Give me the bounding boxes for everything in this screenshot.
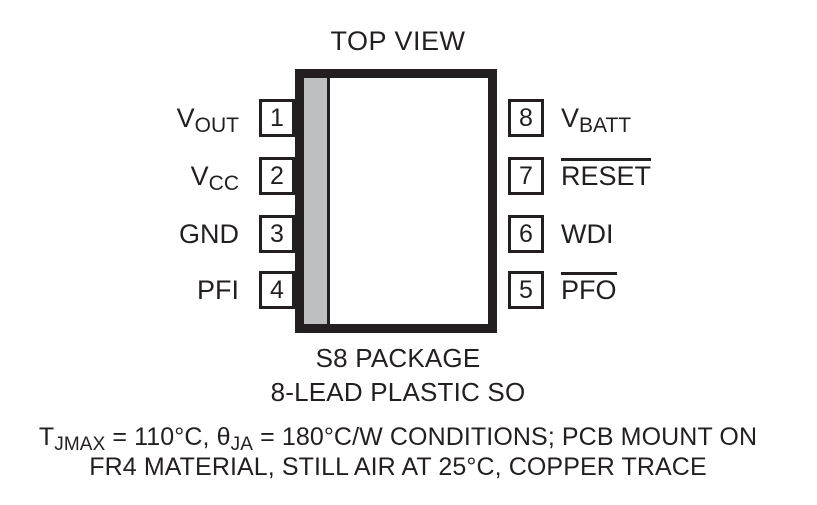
pin-label-2-base: V bbox=[190, 161, 209, 191]
pin-label-7: RESET bbox=[561, 157, 652, 195]
pin-label-7-base-overlined: RESET bbox=[561, 158, 652, 190]
thermal-spec-line-2: FR4 MATERIAL, STILL AIR AT 25°C, COPPER … bbox=[89, 453, 707, 481]
pin-label-6-base: WDI bbox=[561, 219, 614, 249]
pin-box-5: 5 bbox=[508, 271, 544, 309]
tjmax-value: = 110°C, bbox=[105, 423, 217, 451]
tjmax-subscript: JMAX bbox=[54, 434, 106, 455]
pin-box-3: 3 bbox=[259, 215, 295, 253]
thermal-spec-line-1: TJMAX = 110°C, θJA = 180°C/W CONDITIONS;… bbox=[0, 423, 796, 455]
pin-number-3: 3 bbox=[270, 220, 284, 248]
pin-label-1: VOUT bbox=[177, 99, 239, 140]
caption-package-name: S8 PACKAGE bbox=[315, 343, 481, 373]
pin-number-7: 7 bbox=[519, 162, 533, 190]
pin-label-8: VBATT bbox=[561, 99, 631, 140]
tjmax-symbol: T bbox=[38, 423, 55, 451]
pin-label-8-sub: BATT bbox=[579, 114, 632, 137]
pin-label-3-base: GND bbox=[179, 219, 239, 249]
pin-box-2: 2 bbox=[259, 157, 295, 195]
pin-box-6: 6 bbox=[508, 215, 544, 253]
pin-number-2: 2 bbox=[270, 162, 284, 190]
pin-label-1-sub: OUT bbox=[194, 114, 239, 137]
page-title: TOP VIEW bbox=[330, 26, 466, 56]
pin-box-8: 8 bbox=[508, 99, 544, 137]
theta-symbol: θ bbox=[216, 423, 231, 451]
caption-lead-type: 8-LEAD PLASTIC SO bbox=[270, 377, 526, 407]
pin-label-1-base: V bbox=[176, 103, 195, 133]
pin-label-8-base: V bbox=[561, 103, 580, 133]
pin-label-3: GND bbox=[179, 215, 239, 253]
pin-label-5-base-overlined: PFO bbox=[561, 272, 617, 304]
pin-label-4-base: PFI bbox=[196, 275, 239, 305]
package-body-outline bbox=[295, 69, 497, 333]
pin-label-2-sub: CC bbox=[208, 172, 239, 195]
pin-label-5: PFO bbox=[561, 271, 617, 309]
pin-number-5: 5 bbox=[519, 276, 533, 304]
pin-box-1: 1 bbox=[259, 99, 295, 137]
pin-number-4: 4 bbox=[270, 276, 284, 304]
theta-value: = 180°C/W CONDITIONS; PCB MOUNT ON bbox=[253, 423, 758, 451]
pin-label-4: PFI bbox=[197, 271, 239, 309]
pin-label-2: VCC bbox=[191, 157, 239, 198]
theta-subscript: JA bbox=[230, 434, 254, 455]
pin-number-6: 6 bbox=[519, 220, 533, 248]
pin-box-7: 7 bbox=[508, 157, 544, 195]
pin-box-4: 4 bbox=[259, 271, 295, 309]
pin-number-1: 1 bbox=[270, 104, 284, 132]
package-notch-strip bbox=[304, 78, 330, 324]
pin-label-6: WDI bbox=[561, 215, 613, 253]
pin-number-8: 8 bbox=[519, 104, 533, 132]
